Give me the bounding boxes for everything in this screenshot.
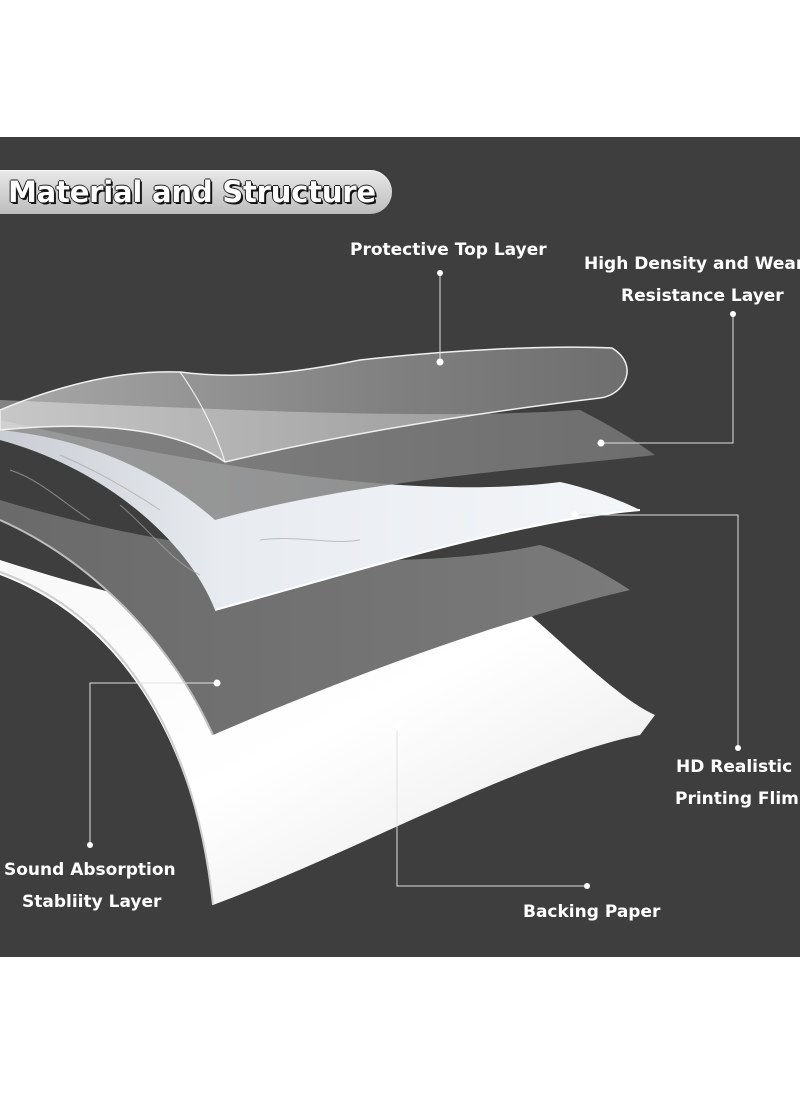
label-hd-printing-line1: HD Realistic	[676, 757, 793, 777]
dot-high-density-label	[730, 311, 736, 317]
leader-dots	[87, 270, 741, 889]
dot-sound-absorption-label	[87, 842, 93, 848]
leader-hd-printing	[575, 514, 739, 748]
label-sound-absorption-line2: Stabliity Layer	[22, 892, 162, 912]
sound-absorption-layer	[0, 500, 630, 736]
dot-protective-top-layer	[436, 358, 444, 366]
label-high-density-line1: High Density and Wear	[584, 254, 800, 274]
dot-hd-printing-label	[735, 745, 741, 751]
label-protective-top-layer: Protective Top Layer	[350, 240, 547, 260]
label-high-density-line2: Resistance Layer	[621, 286, 784, 306]
page-title: Material and Structure	[8, 175, 376, 209]
dot-hd-printing-layer	[571, 511, 579, 519]
dot-backing-paper-label	[584, 883, 590, 889]
dot-protective-top-label	[437, 270, 443, 276]
protective-top-layer	[0, 346, 628, 463]
dot-high-density-layer	[597, 439, 605, 447]
label-sound-absorption-line1: Sound Absorption	[4, 860, 176, 880]
label-hd-printing-line2: Printing Flim	[675, 789, 799, 809]
dot-backing-paper-layer	[393, 723, 401, 731]
leader-sound-absorption	[89, 682, 217, 845]
leader-high-density	[601, 314, 734, 444]
leader-lines	[89, 273, 739, 887]
dot-sound-absorption-layer	[213, 679, 221, 687]
label-backing-paper: Backing Paper	[523, 902, 661, 922]
leader-backing-paper	[396, 727, 587, 887]
title-badge	[0, 170, 392, 214]
